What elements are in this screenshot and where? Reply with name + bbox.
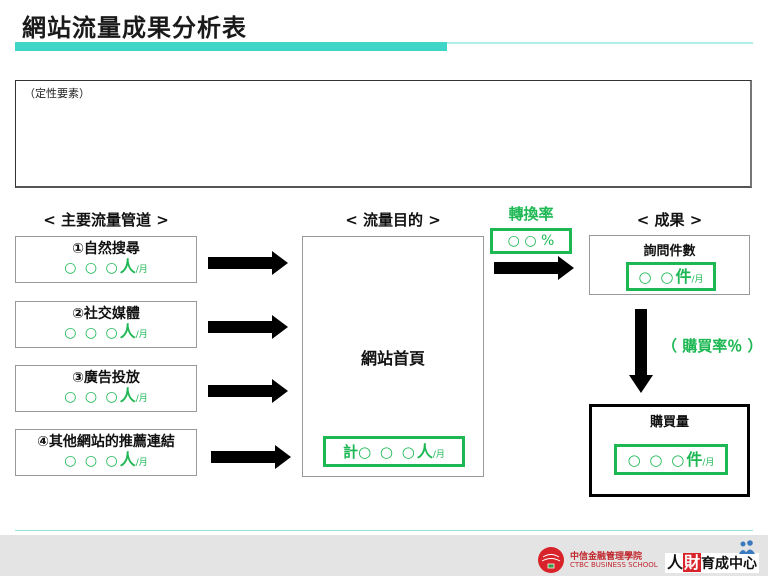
channel-name: ①自然搜尋 [72,241,140,257]
arrow-down-icon [629,309,653,393]
channel-box-social: ②社交媒體 ○ ○ ○人/月 [15,301,197,348]
qualitative-factors-label: （定性要素） [24,87,90,100]
footer-divider [15,530,753,531]
channel-name: ②社交媒體 [72,306,140,322]
qualitative-factors-box[interactable]: （定性要素） [15,80,752,188]
purpose-box-homepage: 網站首頁 [302,236,484,477]
title-underline-accent [15,42,447,51]
footer-bar [0,535,768,576]
channels-heading: < 主要流量管道 > [43,211,169,229]
arrow-right-icon [211,445,291,469]
channel-box-organic: ①自然搜尋 ○ ○ ○人/月 [15,236,197,283]
conversion-rate-label: 轉換率 [508,205,554,223]
purchases-label: 購買量 [649,415,689,430]
school-name-cn: 中信金融管理學院 [570,552,643,562]
title-underline-thin [447,42,753,44]
people-icon [739,540,755,554]
inquiries-value-box: ○ ○件/月 [626,262,716,291]
channel-value: ○ ○ ○人/月 [64,322,148,342]
channel-name: ③廣告投放 [72,370,140,386]
channel-box-referral: ④其他網站的推薦連結 ○ ○ ○人/月 [15,429,197,476]
homepage-label: 網站首頁 [360,349,425,368]
purpose-heading: < 流量目的 > [345,211,441,229]
channel-value: ○ ○ ○人/月 [64,450,148,470]
school-name-en: CTBC BUSINESS SCHOOL [570,561,658,569]
results-heading: < 成果 > [636,211,703,229]
arrow-right-icon [494,256,574,280]
conversion-rate-box: ○ ○ % [490,228,572,254]
purchases-box: 購買量 [589,404,750,497]
channel-name: ④其他網站的推薦連結 [37,434,175,450]
arrow-right-icon [208,251,288,275]
purchase-rate-label: （ 購買率％ ） [662,337,763,355]
inquiries-label: 詢問件數 [643,244,696,259]
ctbc-logo-icon [538,547,564,573]
arrow-right-icon [208,379,288,403]
total-visitors-box: 計○ ○ ○人/月 [323,436,465,467]
channel-box-ads: ③廣告投放 ○ ○ ○人/月 [15,365,197,412]
talent-center-logo: 人財育成中心 [665,553,760,573]
purchases-value-box: ○ ○ ○件/月 [614,444,728,475]
arrow-right-icon [208,315,288,339]
channel-value: ○ ○ ○人/月 [64,257,148,277]
page-title: 網站流量成果分析表 [22,14,247,42]
channel-value: ○ ○ ○人/月 [64,386,148,406]
inquiries-box: 詢問件數 [589,235,750,295]
